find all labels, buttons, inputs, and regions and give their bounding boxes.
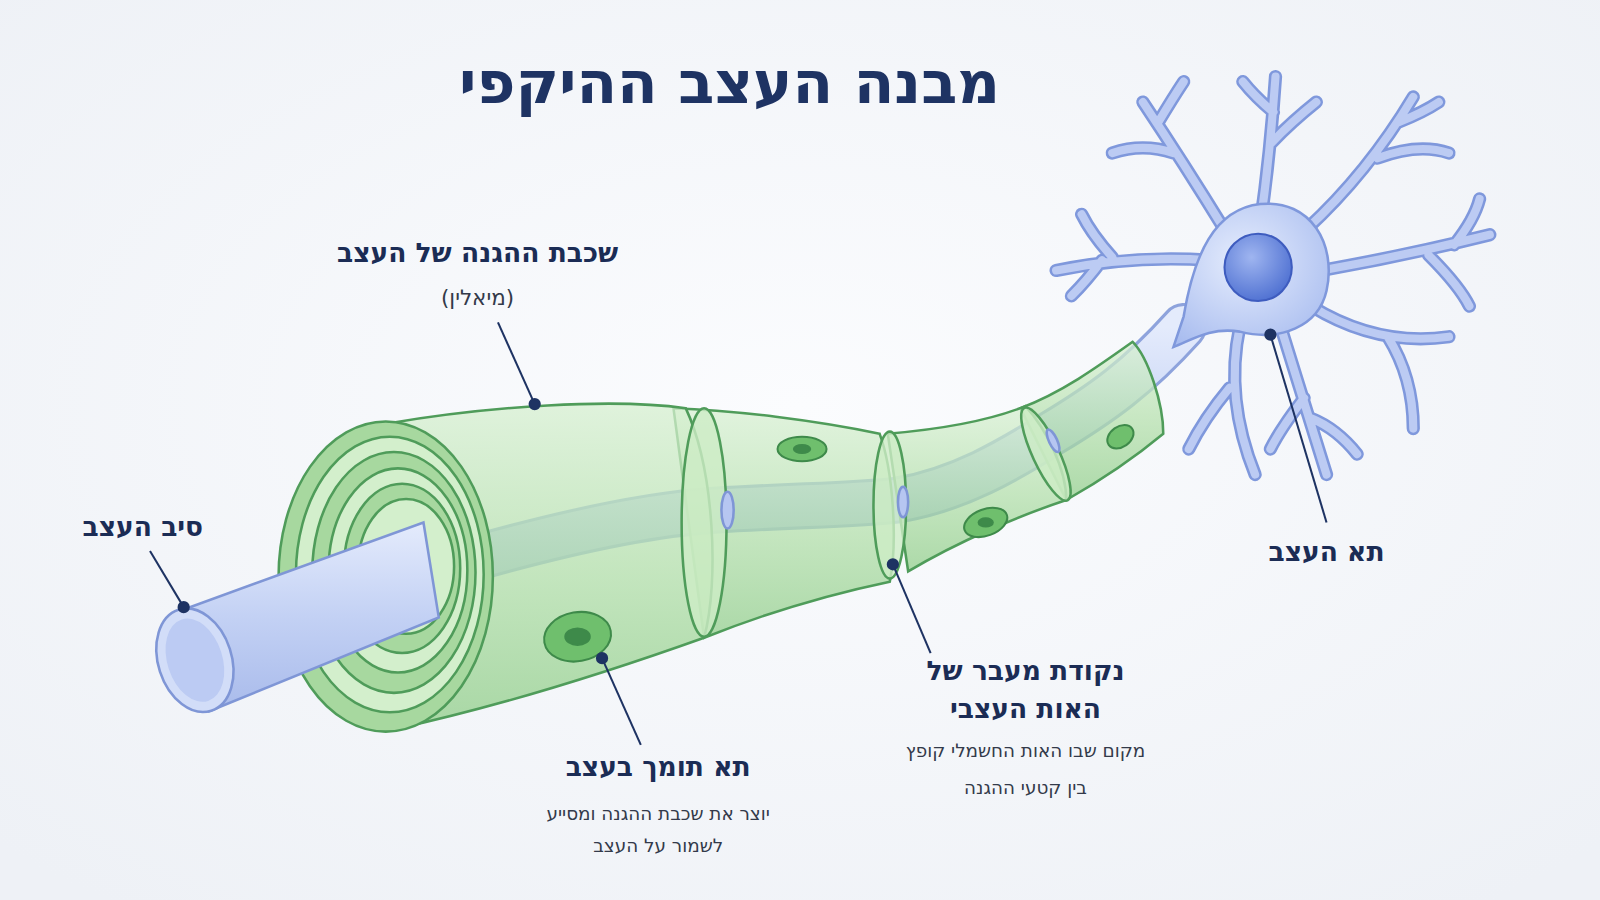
part-label: שכבת ההגנה של העצב <box>337 236 618 269</box>
neuron-soma <box>1173 204 1328 347</box>
part-description: מקום שבו האות החשמלי קופץ בין קטעי ההגנה <box>898 734 1153 807</box>
node-rings <box>682 402 1080 636</box>
part-label: תא העצב <box>1269 535 1385 568</box>
leader-lines <box>150 322 1327 744</box>
part-label: סיב העצב <box>83 510 204 543</box>
myelin-segments <box>388 342 1164 730</box>
schwann-nuclei <box>540 420 1138 667</box>
exposed-axon <box>144 522 439 722</box>
neuron-nucleus <box>1224 234 1291 301</box>
part-label: תא תומך בעצב <box>566 751 751 784</box>
diagram-title: מבנה העצב ההיקפי <box>459 47 1000 116</box>
part-sublabel: (מיאלין) <box>441 285 514 312</box>
part-label: נקודת מעבר של האות העצבי <box>895 652 1155 728</box>
part-description: יוצר את שכבת ההגנה ומסייע לשמור על העצב <box>536 798 781 863</box>
